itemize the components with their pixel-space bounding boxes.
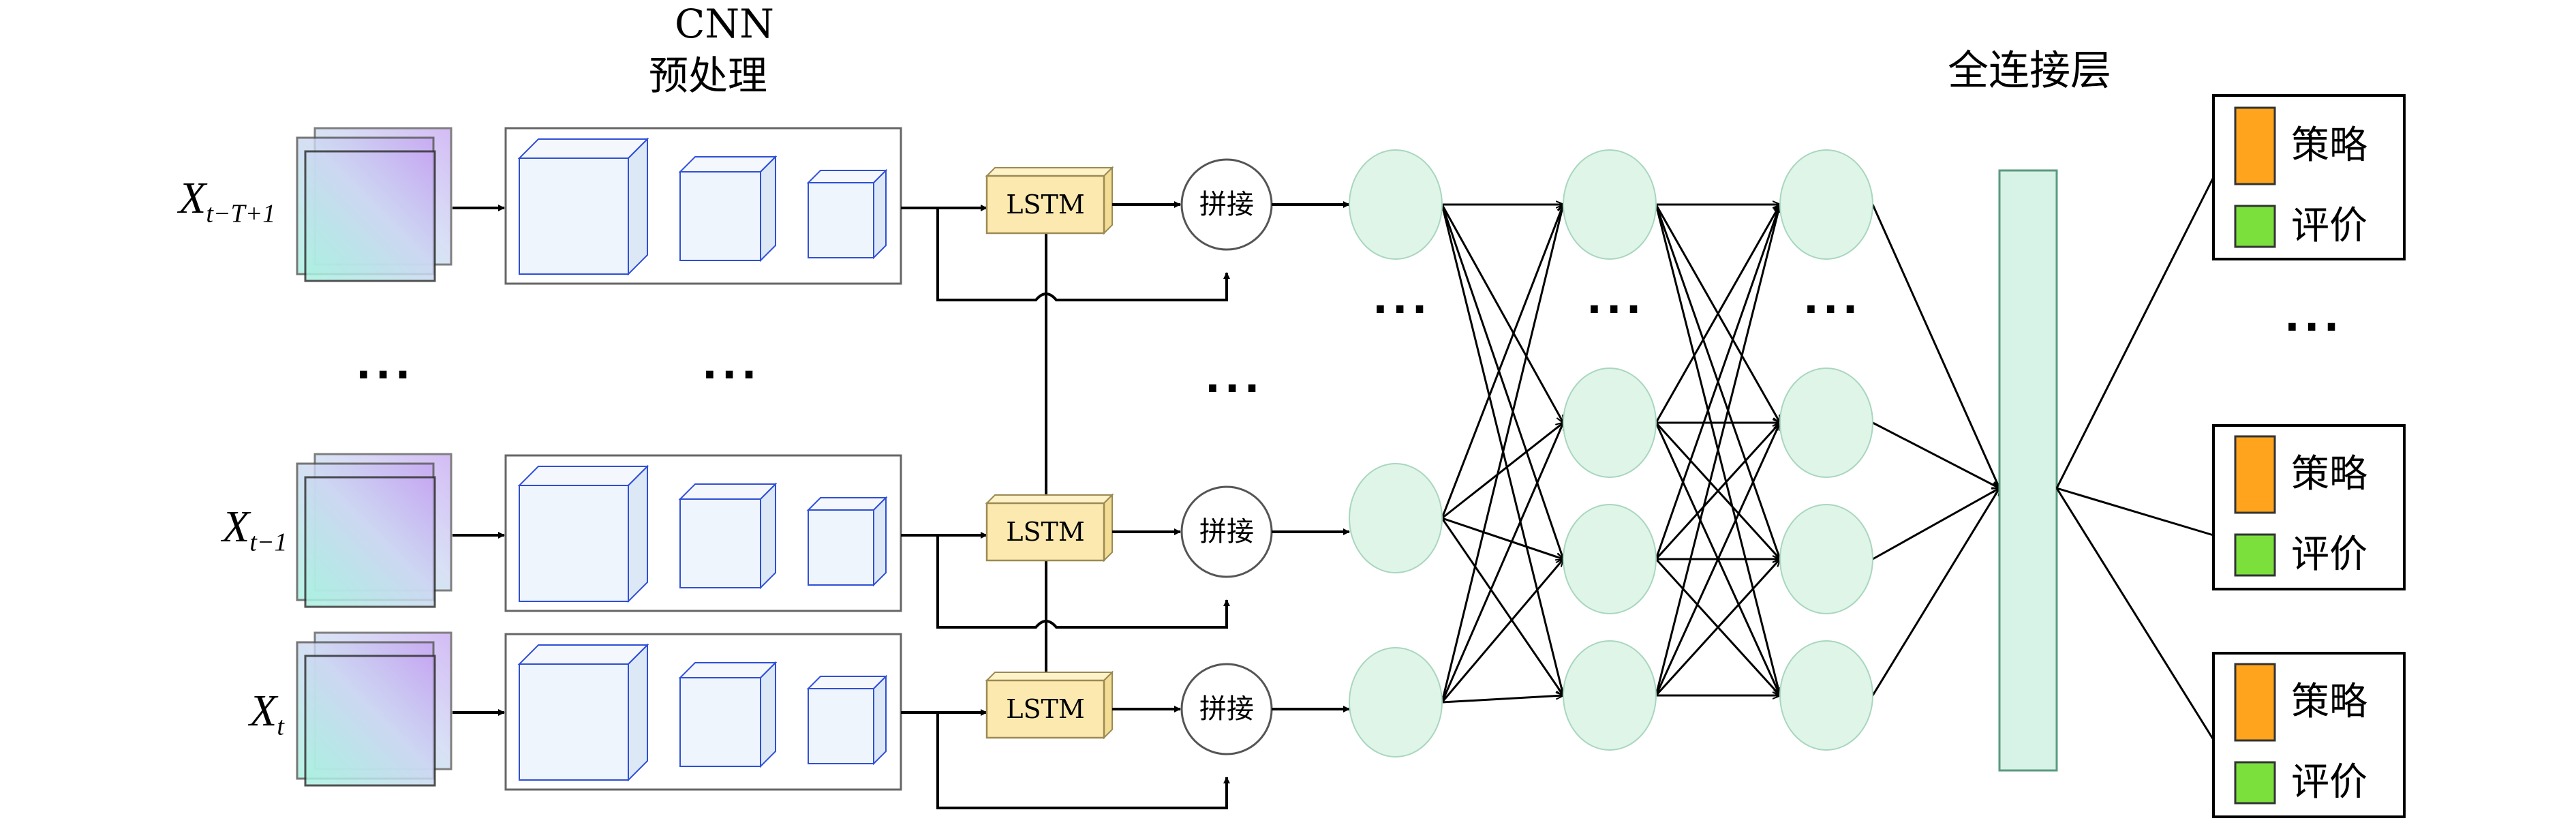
edge-l2-4-l3-2 [1655, 423, 1780, 696]
ellipsis-concat: ··· [1205, 365, 1264, 412]
ellipsis-outputs: ··· [2284, 303, 2344, 351]
nn-node-l2-2 [1563, 368, 1657, 478]
fc-layer-bar [1998, 169, 2058, 772]
nn-node-l3-3 [1779, 504, 1873, 614]
edge-l1-2-l2-2 [1441, 423, 1563, 520]
concat-label-3: 拼接 [1199, 693, 1254, 725]
value-label-2: 评价 [2291, 532, 2367, 577]
edge-l2-3-l3-2 [1655, 423, 1780, 560]
input-frames-row3 [296, 631, 453, 787]
edge-l2-2-l3-1 [1655, 205, 1780, 423]
nn-node-l2-3 [1563, 504, 1657, 614]
nn-node-l3-2 [1779, 368, 1873, 478]
ellipsis-layer1: ··· [1373, 286, 1432, 333]
concat-label-2: 拼接 [1199, 516, 1254, 548]
nn-node-l3-1 [1779, 149, 1873, 260]
value-swatch [2234, 205, 2276, 248]
edge-l3-4-fc [1871, 488, 1999, 696]
value-swatch [2234, 533, 2276, 577]
policy-label-3: 策略 [2291, 680, 2367, 724]
edge-l1-2-l2-3 [1441, 517, 1563, 559]
cnn-cube-medium-2 [678, 482, 778, 590]
cnn-cube-medium-1 [678, 155, 778, 262]
cnn-to-lstm-links [901, 205, 1230, 809]
edge-l1-3-l2-2 [1441, 423, 1563, 703]
cnn-cube-large-1 [517, 137, 649, 276]
network-nodes [1349, 149, 1873, 758]
fc-title: 全连接层 [1948, 47, 2111, 95]
edge-l1-2-l2-1 [1441, 205, 1563, 519]
edge-l1-3-l2-4 [1441, 695, 1563, 704]
lstm-cell-3 [985, 670, 1114, 740]
nn-node-l1-3 [1349, 647, 1443, 758]
value-swatch [2234, 761, 2276, 805]
cnn-subtitle: 预处理 [649, 52, 768, 99]
output-box-3 [2212, 652, 2406, 818]
edge-l3-3-fc [1872, 488, 1999, 560]
input-frames-row1 [296, 127, 453, 282]
cnn-cube-large-3 [517, 643, 649, 782]
output-box-1 [2212, 94, 2406, 260]
nn-node-l2-1 [1563, 149, 1657, 260]
nn-node-l2-4 [1563, 640, 1657, 751]
edge-l1-1-l2-2 [1441, 204, 1563, 423]
edge-l2-4-l3-1 [1655, 205, 1780, 696]
nn-node-l3-4 [1779, 640, 1873, 751]
cnn-cube-small-2 [806, 496, 888, 587]
edge-l2-4-l3-3 [1655, 559, 1780, 697]
edge-l1-3-l2-3 [1441, 559, 1563, 703]
input-label-3: Xt [249, 686, 284, 741]
policy-swatch [2234, 663, 2276, 742]
edge-l1-3-l2-1 [1441, 205, 1563, 703]
fc-output-links [2055, 177, 2215, 740]
cnn-cube-large-2 [517, 464, 649, 603]
edge-l3-1-fc [1871, 204, 1999, 488]
cnn-cubes [517, 137, 888, 782]
edge-l2-3-l3-1 [1655, 205, 1780, 560]
edge-l1-2-l2-4 [1441, 518, 1563, 695]
network-edges [1441, 204, 1999, 704]
policy-swatch [2234, 435, 2276, 514]
lstm-cell-2 [985, 493, 1114, 562]
lstm-cell-1 [985, 166, 1114, 235]
edge-l1-1-l2-3 [1441, 204, 1563, 559]
policy-label-1: 策略 [2291, 123, 2367, 168]
nn-node-l1-1 [1349, 149, 1443, 260]
cnn-cube-medium-3 [678, 661, 778, 768]
lstm-label-3: LSTM [1006, 694, 1085, 724]
ellipsis-inputs: ··· [356, 351, 415, 399]
output-box-2 [2212, 424, 2406, 590]
input-label-1: Xt−T+1 [179, 173, 276, 228]
cnn-cube-small-3 [806, 674, 888, 766]
ellipsis-layer2: ··· [1586, 286, 1646, 333]
nn-node-l1-2 [1349, 463, 1443, 573]
edge-l3-2-fc [1872, 421, 1999, 488]
input-label-2: Xt−1 [222, 502, 288, 557]
value-label-3: 评价 [2291, 760, 2367, 805]
cnn-cube-small-1 [806, 168, 888, 260]
policy-swatch [2234, 106, 2276, 185]
input-frames-row2 [296, 453, 453, 608]
ellipsis-cnn: ··· [702, 351, 761, 399]
ellipsis-layer3: ··· [1803, 286, 1862, 333]
policy-label-2: 策略 [2291, 452, 2367, 496]
lstm-label-2: LSTM [1006, 517, 1085, 547]
value-label-1: 评价 [2291, 204, 2367, 248]
cnn-title: CNN [675, 1, 774, 47]
lstm-label-1: LSTM [1006, 190, 1085, 220]
concat-label-1: 拼接 [1199, 189, 1254, 220]
